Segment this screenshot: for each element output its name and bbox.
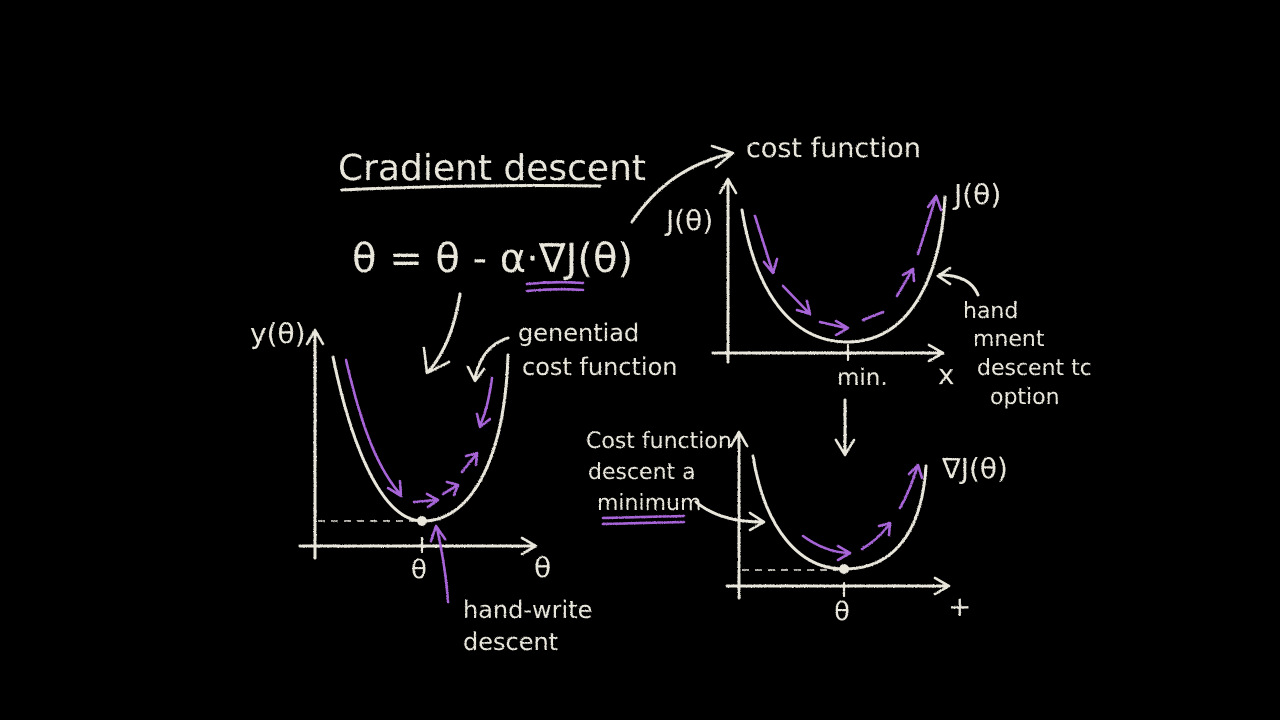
bottom-min-label: θ bbox=[834, 597, 850, 627]
arrow-head-icon bbox=[834, 438, 856, 457]
bottom-min-point bbox=[839, 564, 849, 574]
left-min-point bbox=[417, 516, 427, 526]
top-note-arrow bbox=[938, 273, 980, 297]
arrow-head-icon bbox=[795, 299, 812, 316]
gradient-underline bbox=[525, 280, 585, 293]
bottom-descent-path bbox=[898, 466, 919, 510]
top-y-axis-label: J(θ) bbox=[664, 204, 713, 237]
bottom-note-arrow bbox=[435, 526, 450, 604]
top-note-line: option bbox=[990, 385, 1060, 410]
title: Cradient descent bbox=[338, 148, 646, 189]
left-note: genentiad cost function bbox=[518, 319, 677, 381]
left-descent-path bbox=[460, 454, 477, 474]
bottom-curve-label: ∇J(θ) bbox=[941, 452, 1008, 485]
top-descent-path bbox=[781, 284, 810, 314]
left-plot: y(θ) θ θ genentiad cost function hand-wr… bbox=[250, 317, 677, 656]
arrow-head-icon bbox=[762, 257, 779, 275]
arrow-head-icon bbox=[718, 177, 738, 195]
arrow-head-icon bbox=[936, 266, 952, 286]
arrow-head-icon bbox=[425, 492, 440, 509]
update-formula: θ = θ - α·∇J(θ) bbox=[352, 236, 633, 282]
arrow-head-icon bbox=[927, 343, 945, 363]
left-descent-path bbox=[441, 484, 458, 496]
left-note-arrow bbox=[473, 336, 510, 380]
arrow-head-icon bbox=[305, 328, 325, 346]
arrow-head-icon bbox=[834, 319, 850, 337]
left-descent-path bbox=[344, 358, 402, 496]
bottom-descent-path bbox=[860, 524, 890, 551]
bottom-note-arrow bbox=[694, 500, 764, 524]
left-cost-curve bbox=[331, 353, 510, 523]
arrow-head-icon bbox=[466, 365, 486, 383]
arrow-head-icon bbox=[386, 479, 403, 498]
arrow-head-icon bbox=[926, 194, 943, 212]
top-plot: J(θ) x min. J(θ) hand mnent descent tc o… bbox=[664, 177, 1099, 457]
minimum-underline bbox=[601, 514, 686, 526]
left-note-line: genentiad bbox=[518, 319, 639, 347]
bottom-note: hand-write descent bbox=[463, 596, 600, 656]
top-x-axis-label: x bbox=[938, 358, 955, 391]
left-descent-path bbox=[412, 498, 438, 504]
top-curve-label: J(θ) bbox=[952, 178, 1001, 211]
left-descent-path bbox=[478, 376, 494, 427]
left-y-axis-label: y(θ) bbox=[250, 317, 306, 350]
left-min-label: θ bbox=[411, 555, 427, 585]
top-cost-curve bbox=[740, 195, 947, 344]
bottom-descent-path bbox=[801, 534, 850, 555]
top-descent-path bbox=[818, 320, 848, 330]
bottom-plot: Cost function descent a minimum + θ ∇J(θ… bbox=[586, 429, 1008, 627]
arrow-formula-to-cost-function bbox=[630, 152, 732, 224]
bottom-x-axis-label: + bbox=[948, 590, 971, 623]
arrow-formula-to-left-plot bbox=[426, 292, 462, 374]
arrow-head-icon bbox=[748, 511, 766, 532]
arrow-head-icon bbox=[464, 451, 479, 467]
top-descent-path bbox=[916, 198, 937, 256]
cost-function-label: cost function bbox=[746, 133, 921, 164]
bottom-note-line: hand-write bbox=[463, 596, 592, 624]
arrow-head-icon bbox=[907, 463, 924, 480]
arrow-head-icon bbox=[933, 576, 951, 596]
bottom-plot-note-line: descent a bbox=[588, 460, 696, 485]
arrow-head-icon bbox=[877, 521, 892, 537]
arrow-head-icon bbox=[445, 480, 460, 497]
top-min-label: min. bbox=[837, 365, 888, 391]
arrow-head-icon bbox=[520, 536, 538, 556]
arrow-head-icon bbox=[475, 412, 492, 429]
left-note-line: cost function bbox=[522, 353, 677, 381]
bottom-plot-note: Cost function descent a minimum bbox=[586, 429, 739, 516]
top-note: hand mnent descent tc option bbox=[963, 299, 1099, 410]
arrow-head-icon bbox=[422, 346, 451, 375]
top-note-line: mnent bbox=[973, 327, 1045, 352]
bottom-plot-note-line: Cost function bbox=[586, 429, 732, 454]
top-descent-path bbox=[753, 214, 774, 272]
top-note-line: hand bbox=[963, 299, 1018, 324]
top-note-line: descent tc bbox=[977, 356, 1092, 381]
bottom-plot-note-line: minimum bbox=[597, 491, 701, 516]
arrow-head-icon bbox=[836, 544, 852, 562]
top-descent-path bbox=[895, 270, 913, 298]
top-descent-path bbox=[861, 310, 885, 322]
arrow-head-icon bbox=[429, 524, 447, 543]
arrow-head-icon bbox=[901, 267, 916, 283]
left-x-axis-label: θ bbox=[534, 551, 551, 584]
title-underline bbox=[340, 184, 602, 192]
bottom-note-line: descent bbox=[463, 628, 558, 656]
arrow-head-icon bbox=[729, 430, 749, 448]
arrow-head-icon bbox=[710, 144, 735, 169]
